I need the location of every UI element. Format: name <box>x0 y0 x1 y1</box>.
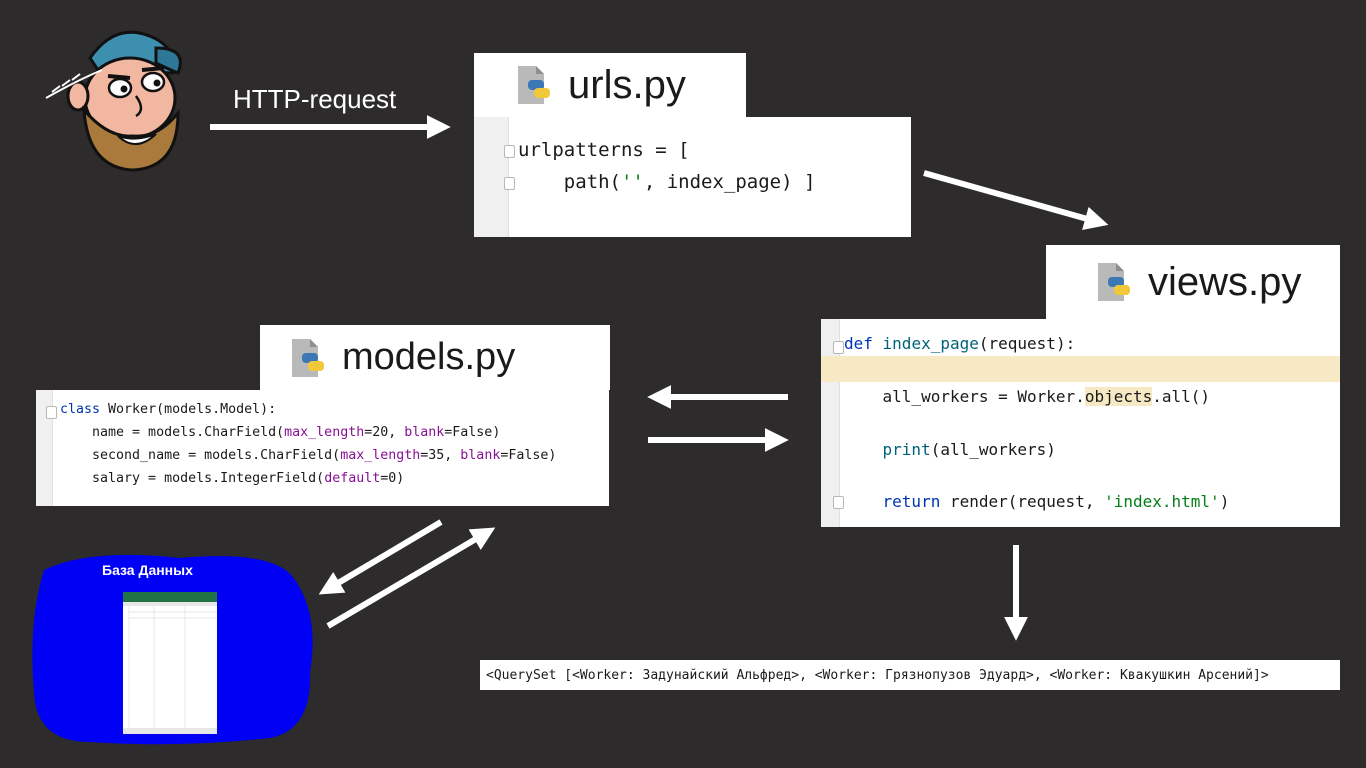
urls-code-panel: urlpatterns = [ path('', index_page) ] <box>474 117 911 237</box>
code-line: return render(request, 'index.html') <box>844 492 1230 511</box>
current-line-highlight <box>821 356 1340 382</box>
code-gutter <box>474 117 509 237</box>
models-filename: models.py <box>342 336 516 378</box>
code-line: path('', index_page) ] <box>518 171 816 193</box>
python-file-icon <box>518 66 550 104</box>
urls-filename: urls.py <box>568 62 686 107</box>
database-title: База Данных <box>102 562 193 578</box>
arrow-urls-to-views <box>923 170 1109 230</box>
fold-marker-icon <box>46 406 57 419</box>
http-request-label: HTTP-request <box>233 84 397 114</box>
arrow-models-to-db <box>318 519 443 595</box>
avatar-illustration <box>45 30 182 172</box>
arrow-db-to-models <box>326 527 496 629</box>
code-line: urlpatterns = [ <box>518 139 690 161</box>
python-file-icon <box>292 338 324 377</box>
fold-marker-icon <box>833 341 844 354</box>
models-code-panel: class Worker(models.Model): name = model… <box>36 390 609 506</box>
code-line: class Worker(models.Model): <box>60 402 277 417</box>
queryset-output: <QuerySet [<Worker: Задунайский Альфред>… <box>480 660 1340 690</box>
code-line: print(all_workers) <box>844 440 1056 459</box>
fold-marker-icon <box>833 496 844 509</box>
spreadsheet-thumbnail <box>123 592 217 734</box>
code-line: second_name = models.CharField(max_lengt… <box>60 448 557 463</box>
fold-marker-icon <box>504 145 515 158</box>
fold-marker-icon <box>504 177 515 190</box>
code-line: salary = models.IntegerField(default=0) <box>60 471 405 486</box>
views-filename: views.py <box>1148 259 1302 304</box>
python-file-icon <box>1098 263 1130 301</box>
code-line: name = models.CharField(max_length=20, b… <box>60 425 501 440</box>
models-file-tab: models.py <box>260 325 610 390</box>
code-gutter <box>36 390 53 506</box>
views-file-tab: views.py <box>1046 245 1340 319</box>
code-line: all_workers = Worker.objects.all() <box>844 387 1211 406</box>
views-code-panel: def index_page(request): all_workers = W… <box>821 319 1340 527</box>
urls-file-tab: urls.py <box>474 53 746 117</box>
code-line: def index_page(request): <box>844 334 1076 353</box>
